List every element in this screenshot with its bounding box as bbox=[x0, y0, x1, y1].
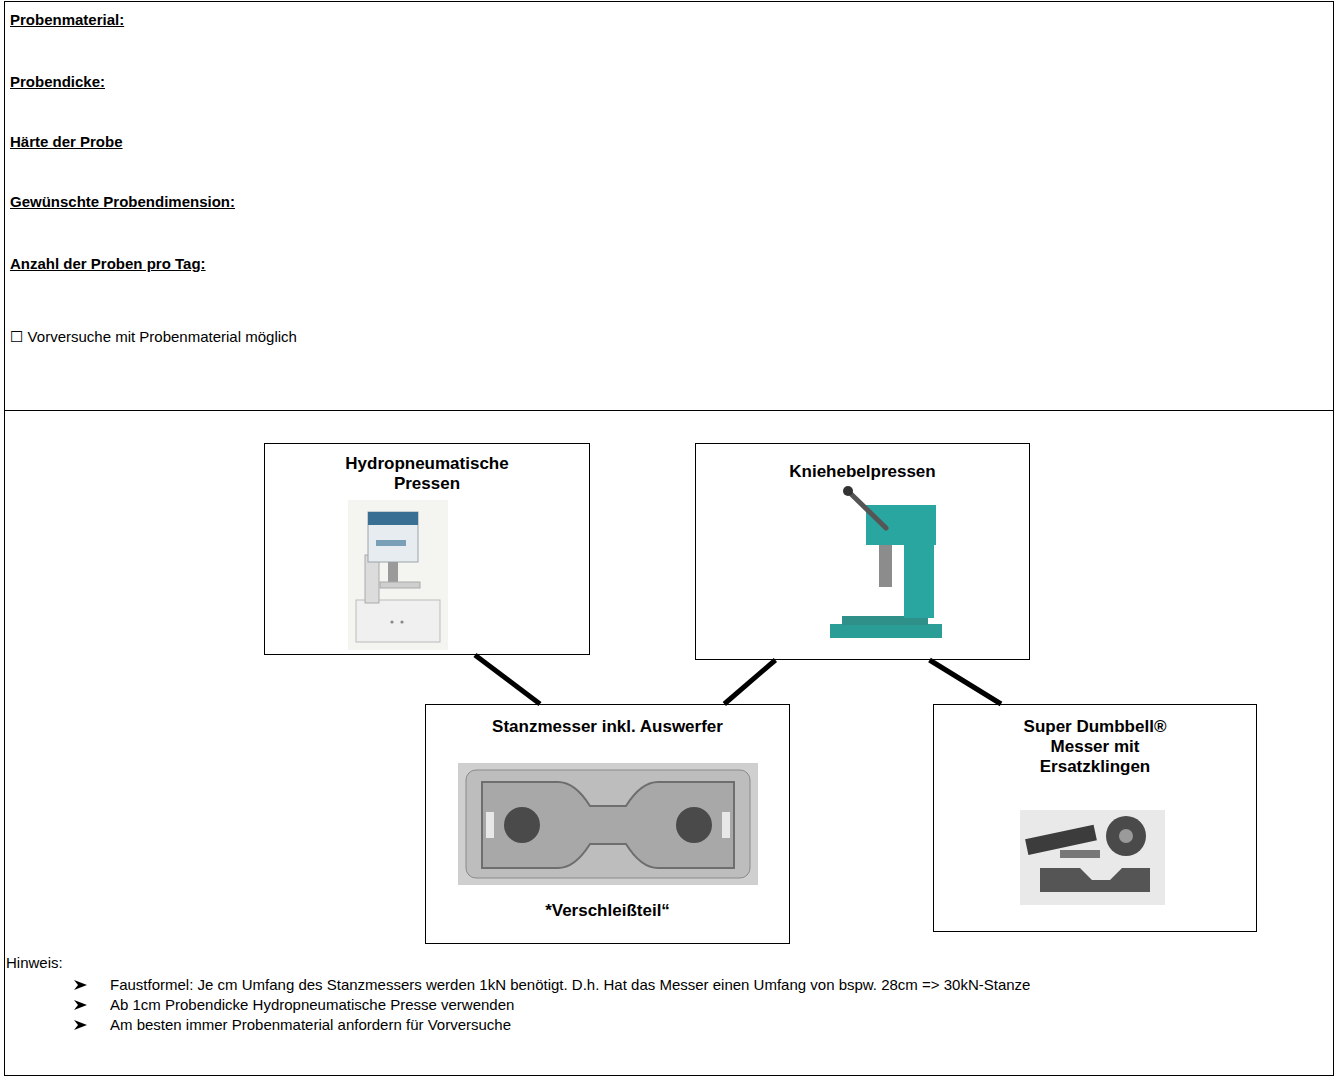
divider-line bbox=[4, 410, 1334, 411]
note-bullet: Faustformel: Je cm Umfang des Stanzmesse… bbox=[110, 975, 1315, 995]
note-bullet: Am besten immer Probenmaterial anfordern… bbox=[110, 1015, 1315, 1035]
press-base bbox=[830, 624, 942, 638]
bullet-arrow-shape bbox=[74, 1020, 87, 1030]
toggle-press-picture bbox=[830, 486, 942, 638]
photo-ground bbox=[348, 500, 448, 650]
press-base bbox=[356, 600, 440, 642]
ejector-hole bbox=[504, 807, 540, 843]
press-ram bbox=[388, 562, 398, 582]
bullet-arrow bbox=[74, 999, 88, 1011]
press-platen bbox=[380, 582, 420, 588]
dumbbell-blade bbox=[1040, 868, 1150, 892]
cutter-hub bbox=[1119, 829, 1133, 843]
box-title: Hydropneumatische Pressen bbox=[327, 454, 527, 494]
spare-blade bbox=[1060, 850, 1100, 858]
bullet-arrow-shape bbox=[74, 1000, 87, 1010]
note-text: Am besten immer Probenmaterial anfordern… bbox=[110, 1016, 511, 1033]
bullet-arrow bbox=[74, 979, 88, 991]
ejector-pad bbox=[486, 812, 494, 838]
press-tool-box: Hydropneumatische Pressen bbox=[264, 443, 590, 655]
note-heading: Hinweis: bbox=[6, 953, 63, 973]
ejector-pad bbox=[722, 812, 730, 838]
connector-line bbox=[475, 655, 540, 704]
press-head-top bbox=[368, 512, 418, 525]
box-title: Super Dumbbell® Messer mit Ersatzklingen bbox=[1008, 717, 1183, 777]
form-field-label: Anzahl der Proben pro Tag: bbox=[10, 254, 206, 274]
press-tool-box: Kniehebelpressen bbox=[695, 443, 1030, 660]
box-note: *Verschleißteil“ bbox=[438, 901, 778, 921]
photo-ground bbox=[458, 763, 758, 885]
die-body bbox=[466, 770, 750, 878]
press-lever bbox=[850, 493, 886, 528]
form-field-label: Härte der Probe bbox=[10, 132, 123, 152]
dumbbell-blade bbox=[482, 782, 734, 868]
connector-line bbox=[724, 660, 775, 704]
lever-knob bbox=[843, 486, 853, 496]
press-plate-label bbox=[376, 540, 406, 546]
note-text: Faustformel: Je cm Umfang des Stanzmesse… bbox=[110, 976, 1030, 993]
outer-frame bbox=[5, 2, 1334, 1076]
hydro-press-picture bbox=[348, 500, 448, 650]
photo-ground bbox=[1020, 810, 1165, 905]
press-tool-box: Super Dumbbell® Messer mit Ersatzklingen bbox=[933, 704, 1257, 932]
checkbox-option: ☐ Vorversuche mit Probenmaterial möglich bbox=[10, 327, 297, 347]
note-text: Ab 1cm Probendicke Hydropneumatische Pre… bbox=[110, 996, 514, 1013]
base-button bbox=[390, 620, 393, 623]
note-list: Faustformel: Je cm Umfang des Stanzmesse… bbox=[110, 975, 1315, 1035]
box-title: Stanzmesser inkl. Auswerfer bbox=[438, 717, 778, 737]
cutter-disc bbox=[1106, 816, 1146, 856]
ejector-hole bbox=[676, 807, 712, 843]
super-dumbbell-picture bbox=[1020, 810, 1165, 905]
bullet-arrow-shape bbox=[74, 980, 87, 990]
form-field-label: Probendicke: bbox=[10, 72, 105, 92]
box-title: Kniehebelpressen bbox=[713, 462, 1013, 482]
press-head bbox=[866, 505, 936, 545]
connector-line bbox=[930, 660, 1002, 704]
press-ram bbox=[879, 545, 892, 587]
form-field-label: Probenmaterial: bbox=[10, 10, 124, 30]
note-bullet: Ab 1cm Probendicke Hydropneumatische Pre… bbox=[110, 995, 1315, 1015]
press-head bbox=[368, 512, 418, 562]
cutting-die-picture bbox=[458, 763, 758, 885]
bullet-arrow bbox=[74, 1019, 88, 1031]
press-tool-box: Stanzmesser inkl. Auswerfer *Verschleißte… bbox=[425, 704, 790, 944]
base-button bbox=[400, 620, 403, 623]
form-field-label: Gewünschte Probendimension: bbox=[10, 192, 235, 212]
